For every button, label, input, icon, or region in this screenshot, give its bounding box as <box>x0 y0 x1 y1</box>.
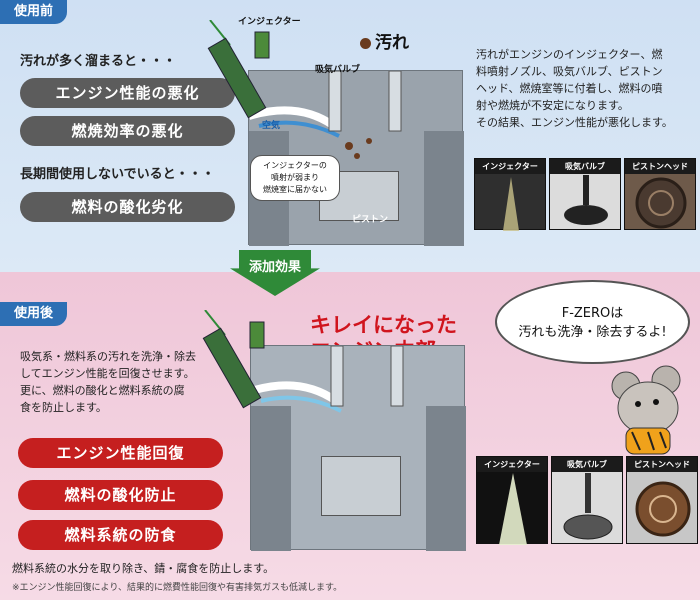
thumb-injector-after: インジェクター <box>476 456 548 545</box>
engine-after-illustration <box>250 345 466 551</box>
injector-weak-callout: インジェクターの 噴射が弱まり 燃焼室に届かない <box>250 155 340 201</box>
injector-spray-icon <box>503 177 519 231</box>
after-tab: 使用後 <box>0 302 68 326</box>
pill-performance-worse: エンジン性能の悪化 <box>20 78 235 108</box>
thumb-piston-before: ピストンヘッド <box>624 158 696 230</box>
footnote: ※エンジン性能回復により、結果的に燃費性能回復や有害排気ガスも低減します。 <box>12 583 343 593</box>
pill-corrosion-prevention: 燃料系統の防食 <box>18 520 223 550</box>
before-lead-idle: 長期間使用しないでいると・・・ <box>20 167 215 182</box>
dirt-heading: 汚れ <box>360 28 409 53</box>
pill-oxidation-prevention: 燃料の酸化防止 <box>18 480 223 510</box>
thumb-piston-after: ピストンヘッド <box>626 456 698 544</box>
effect-arrow: 添加効果 <box>230 250 320 296</box>
injector-before-icon <box>207 20 270 119</box>
engine-before-drawing <box>249 71 402 159</box>
label-piston: ピストン <box>352 215 389 225</box>
before-lead-dirt: 汚れが多く溜まると・・・ <box>20 54 177 69</box>
thumb-injector-before: インジェクター <box>474 158 546 231</box>
piston-head-clean-icon <box>635 481 691 537</box>
thumb-valve-before: 吸気バルブ <box>549 158 621 230</box>
mouse-mascot-icon <box>611 365 681 455</box>
after-description: 吸気系・燃料系の汚れを洗浄・除去 してエンジン性能を回復させます。 更に、燃料の… <box>20 350 196 414</box>
label-intake-valve-before: 吸気バルブ <box>315 65 361 75</box>
thumb-valve-after: 吸気バルブ <box>551 456 623 544</box>
injector-spray-strong-icon <box>499 473 527 545</box>
label-injector-before: インジェクター <box>238 17 301 27</box>
footer-rust-note: 燃料系統の水分を取り除き、錆・腐食を防止します。 <box>12 562 275 575</box>
mascot-speech-bubble: F-ZEROは 汚れも洗浄・除去するよ! <box>495 280 690 364</box>
piston-head-icon <box>635 177 687 229</box>
before-description: 汚れがエンジンのインジェクター、燃 料噴射ノズル、吸気バルブ、ピストン ヘッド、… <box>476 48 673 129</box>
valve-clean-icon <box>563 473 613 540</box>
engine-before-illustration <box>248 70 464 246</box>
label-air: 空気 <box>262 121 281 131</box>
dirt-dot-icon <box>360 37 371 49</box>
valve-icon <box>564 175 608 225</box>
before-tab: 使用前 <box>0 0 68 24</box>
effect-arrow-label: 添加効果 <box>248 260 301 275</box>
pill-performance-recovery: エンジン性能回復 <box>18 438 223 468</box>
pill-fuel-oxidation: 燃料の酸化劣化 <box>20 192 235 222</box>
injector-after-icon <box>202 310 265 409</box>
engine-after-drawing <box>251 346 404 413</box>
pill-combustion-worse: 燃焼効率の悪化 <box>20 116 235 146</box>
